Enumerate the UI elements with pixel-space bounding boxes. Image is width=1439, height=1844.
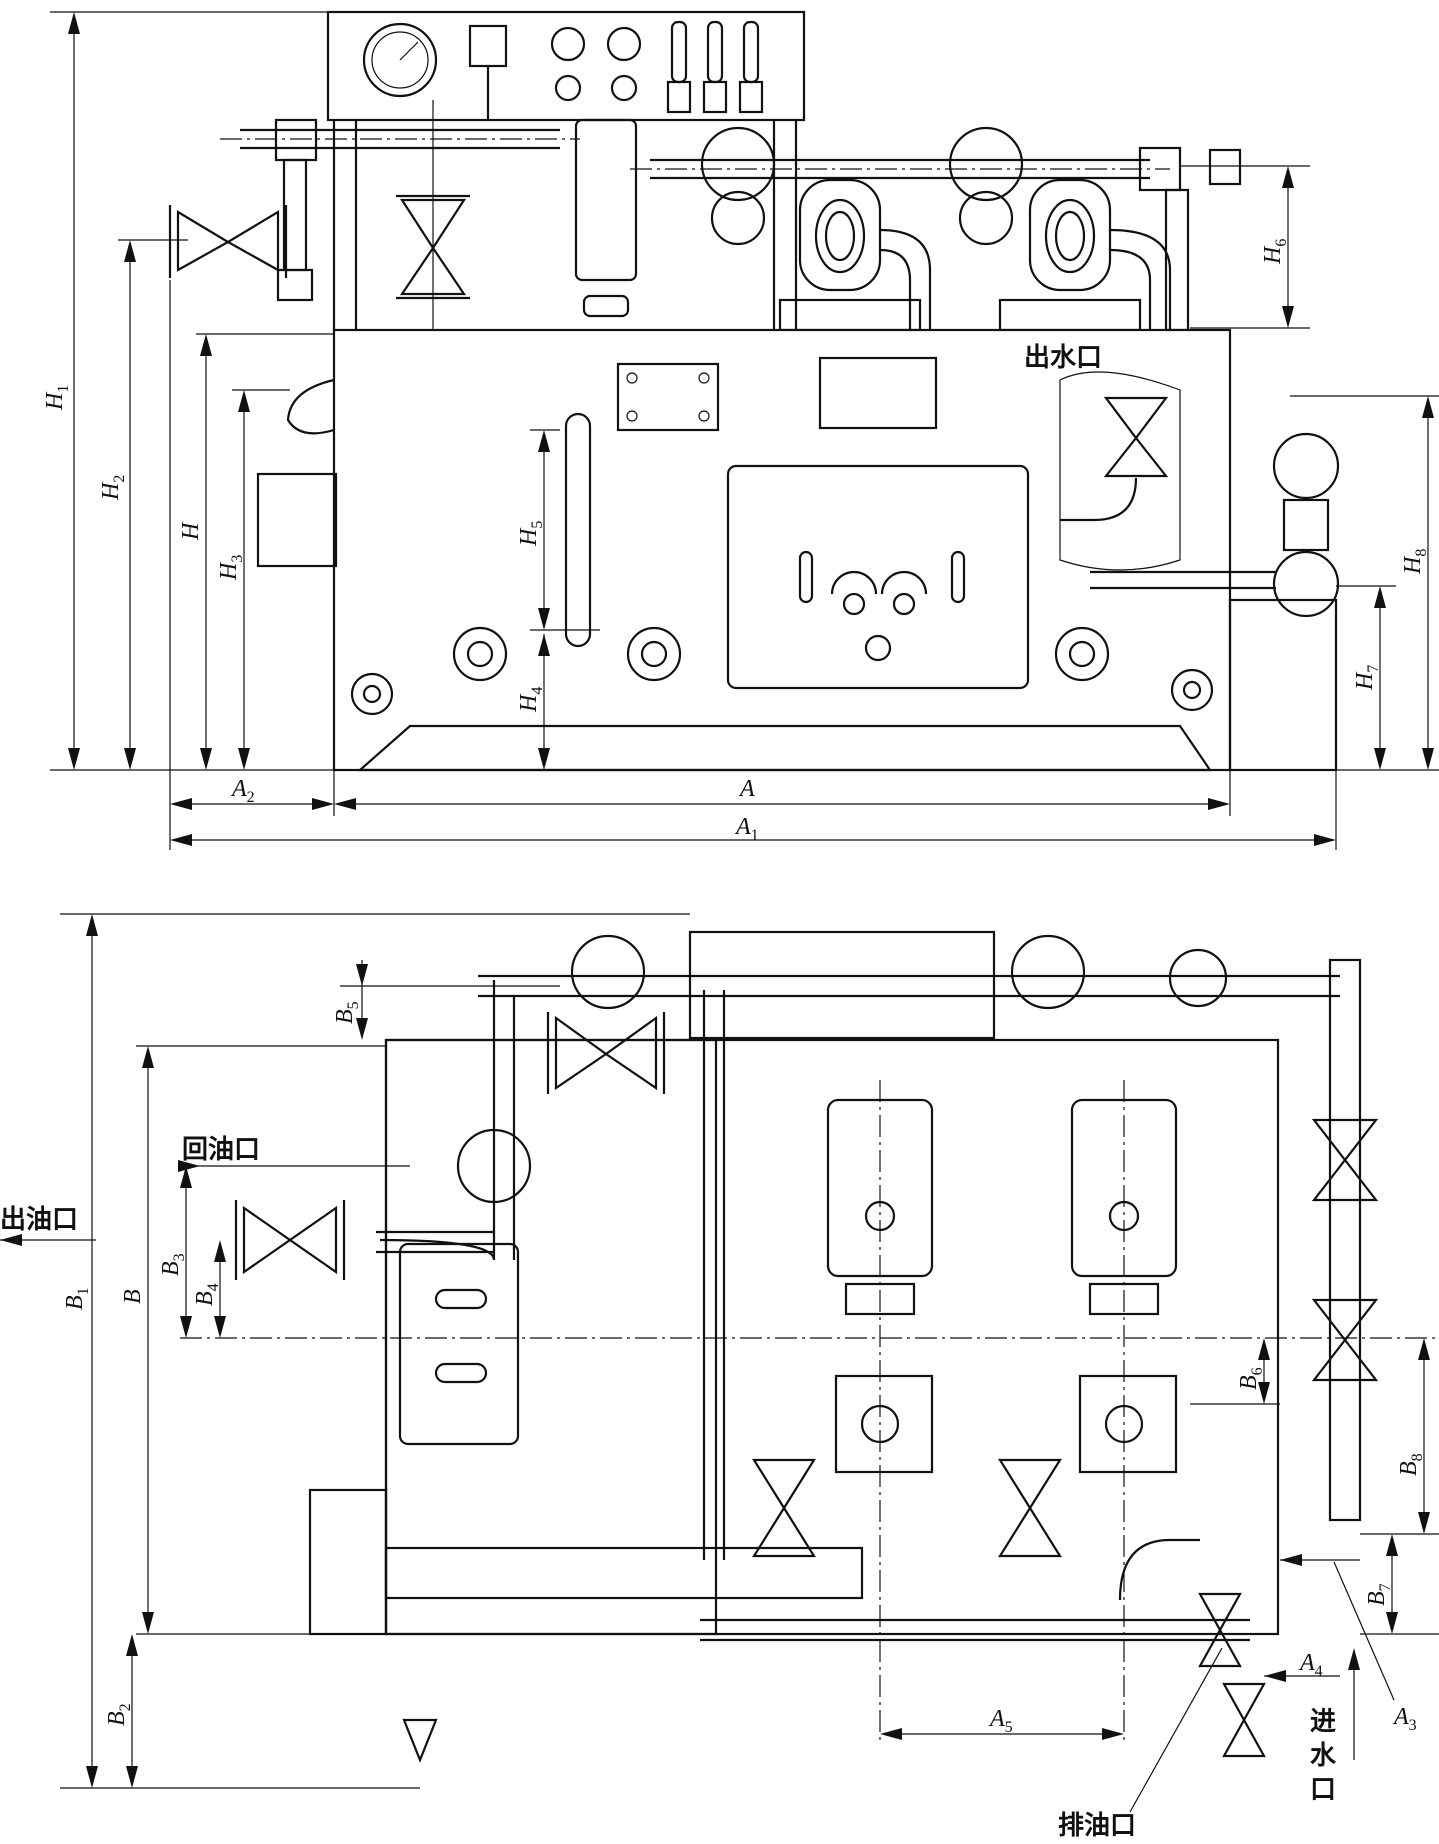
tank-ports [350, 626, 1214, 716]
dim-H: H [178, 521, 204, 541]
dim-H3: H3 [216, 555, 246, 581]
dim-H1: H1 [42, 385, 72, 411]
thermometers [666, 20, 764, 114]
label-water-outlet: 出水口 [1024, 343, 1102, 373]
label-water-inlet-2: 水 [1310, 1741, 1337, 1771]
oil-outlet-valve-top [234, 1200, 346, 1280]
cooler-pipe-stack [1228, 598, 1338, 772]
dim-H5: H5 [516, 521, 546, 547]
label-water-inlet-1: 进 [1310, 1707, 1336, 1737]
outlet-gate-valve [168, 205, 288, 278]
dim-B8: B8 [1396, 1453, 1426, 1476]
dim-H2: H2 [98, 475, 128, 501]
top-valve-right [1010, 934, 1086, 1010]
filter-housing [574, 118, 638, 282]
drain-valve-top [1198, 1592, 1242, 1668]
top-valve-far-right [1168, 948, 1228, 1008]
pressure-gauge-large [362, 22, 438, 98]
top-view: 回油口 出油口 排油口 进 水 口 B1 B B2 [0, 913, 1439, 1841]
return-oil-valve [546, 1012, 666, 1094]
label-oil-return-port: 回油口 [182, 1135, 260, 1165]
inlet-valve-top [1222, 1682, 1266, 1758]
dim-A4: A4 [1298, 1650, 1323, 1680]
switch-knob-2 [610, 74, 638, 102]
left-console [384, 1038, 718, 1636]
dim-A5: A5 [988, 1706, 1013, 1736]
dim-B: B [120, 1289, 146, 1304]
tank-label-plate [818, 356, 938, 430]
left-pipe-tee [274, 118, 318, 162]
oil-tank [332, 328, 1232, 772]
dim-A: A [738, 776, 755, 802]
dim-H6: H6 [1260, 239, 1290, 265]
inspection-cover [726, 464, 1030, 690]
top-valve-left [570, 934, 646, 1010]
dim-A2: A2 [230, 776, 255, 806]
gauge-small-1 [550, 26, 586, 62]
dim-H7: H7 [1352, 665, 1382, 691]
stop-valve-vertical [396, 100, 470, 360]
front-view: 出水口 H1 H2 H H3 [42, 10, 1439, 850]
water-pipe-stack [1328, 958, 1362, 1522]
heater-box-top [308, 1488, 388, 1636]
oil-outlet-small-valve [402, 1718, 438, 1763]
dim-B5: B5 [332, 1001, 362, 1024]
front-rail [384, 1546, 864, 1600]
right-top-valve [1138, 146, 1182, 192]
dim-B2: B2 [104, 1703, 134, 1726]
strainer [276, 268, 314, 302]
tank-nameplate [616, 362, 720, 432]
dim-B3: B3 [158, 1253, 188, 1276]
pump-assembly-1 [700, 126, 932, 332]
strainer-top [456, 1128, 532, 1204]
tank-top-outline [384, 1038, 1280, 1636]
dim-A1: A1 [734, 814, 759, 844]
oil-level-gauge [564, 412, 592, 648]
instrument-panel [326, 10, 806, 122]
dim-B7: B7 [1364, 1583, 1394, 1606]
pump-valves-top [752, 1458, 1062, 1558]
gauge-small-2 [606, 26, 642, 62]
label-water-inlet-3: 口 [1310, 1775, 1336, 1805]
heater-box [256, 472, 338, 568]
dim-A3: A3 [1392, 1704, 1417, 1734]
label-oil-drain-port: 排油口 [1058, 1811, 1136, 1841]
dim-B4: B4 [192, 1283, 222, 1306]
dim-B6: B6 [1236, 1367, 1266, 1390]
dim-H4: H4 [516, 687, 546, 713]
pump-assembly-2 [948, 126, 1172, 332]
tank-base [357, 724, 1213, 772]
dim-H8: H8 [1400, 549, 1430, 575]
switch-knob-1 [554, 74, 582, 102]
label-oil-outlet: 出油口 [0, 1205, 78, 1235]
water-valve-front [1060, 396, 1169, 522]
dim-B1: B1 [62, 1287, 92, 1310]
